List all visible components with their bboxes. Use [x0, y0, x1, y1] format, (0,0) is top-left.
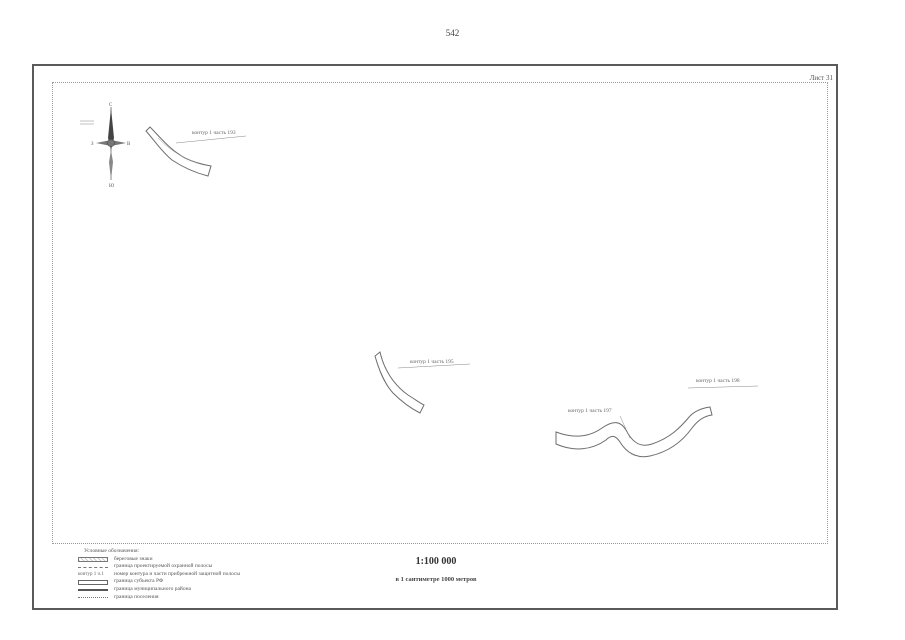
river-contour-195[interactable]: контур 1 часть 195 — [374, 351, 471, 414]
legend-box-swatch — [78, 579, 108, 585]
compass-south-label: Ю — [109, 184, 114, 189]
contour-label-197: контур 1 часть 197 — [568, 408, 612, 414]
legend-item: граница проектируемой охранной полосы — [78, 563, 328, 571]
legend-item: граница муниципального района — [78, 586, 328, 594]
compass-east-label: В — [127, 142, 131, 147]
sheet-inner-frame — [52, 82, 828, 544]
legend-item: граница поселения — [78, 594, 328, 602]
contour-label-198: контур 1 часть 198 — [696, 378, 740, 384]
river-contour-193[interactable]: контур 1 часть 193 — [145, 126, 247, 177]
legend-item-text: граница поселения — [114, 593, 159, 600]
legend-dots-swatch — [78, 596, 108, 598]
sheet-outer-frame — [32, 64, 838, 610]
legend-text-swatch: контур 1 ч.1 — [78, 571, 104, 577]
legend-hatch-swatch — [78, 556, 108, 562]
compass-north-label: С — [109, 103, 113, 108]
legend-item-text: граница муниципального района — [114, 585, 191, 592]
legend-item: контур 1 ч.1 номер контура и части прибр… — [78, 571, 328, 579]
scale-ratio: 1:100 000 — [415, 556, 457, 567]
legend-item-text: береговые знаки — [114, 555, 153, 562]
contour-label-195: контур 1 часть 195 — [410, 359, 454, 365]
contour-label-193: контур 1 часть 193 — [192, 130, 236, 136]
legend-title: Условные обозначения: — [84, 548, 140, 554]
sheet-number-label: Лист 31 — [809, 74, 833, 82]
page-number: 542 — [445, 28, 460, 38]
legend-item-text: граница проектируемой охранной полосы — [114, 563, 213, 570]
river-contour-197-198[interactable]: контур 1 часть 197 контур 1 часть 198 — [555, 378, 759, 458]
compass-west-label: З — [91, 142, 94, 147]
map-legend: Условные обозначения: береговые знаки гр… — [78, 548, 328, 601]
compass-rose-icon: С Ю З В — [80, 103, 131, 189]
legend-item: береговые знаки — [78, 556, 328, 564]
legend-item: граница субъекта РФ — [78, 578, 328, 586]
legend-item-text: граница субъекта РФ — [114, 578, 164, 585]
legend-dash-swatch — [78, 567, 108, 569]
scale-note: в 1 сантиметре 1000 метров — [395, 576, 477, 583]
legend-item-text: номер контура и части прибрежной защитно… — [114, 570, 241, 577]
legend-thick-swatch — [78, 588, 108, 591]
